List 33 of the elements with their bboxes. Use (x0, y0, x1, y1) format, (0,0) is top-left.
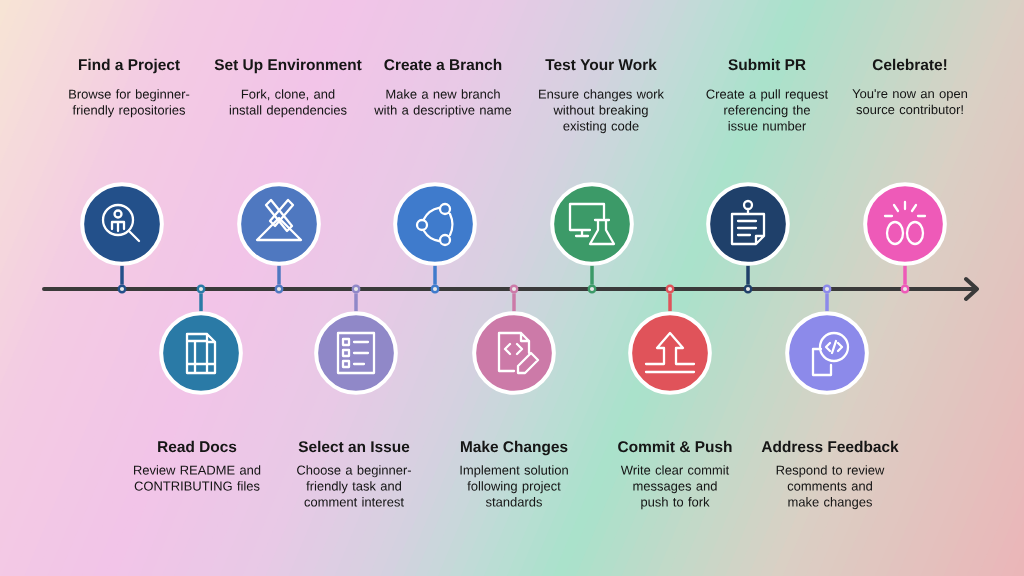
step-description: Implement solution following project standards (460, 465, 568, 507)
step-description: You're now an open source contributor! (852, 89, 967, 115)
step-description: Fork, clone, and install dependencies (229, 89, 347, 118)
stem-line (120, 265, 124, 285)
step-title: Submit PR (728, 58, 806, 71)
stem-line (277, 265, 281, 285)
stem-line (354, 293, 358, 312)
step-title: Address Feedback (761, 440, 899, 453)
step-description: Write clear commit messages and push to fork (620, 465, 730, 510)
stem-line (825, 293, 829, 312)
step-description: Browse for beginner-friendly repositories (69, 89, 190, 118)
step-title: Find a Project (79, 58, 180, 74)
step-title: Celebrate! (872, 58, 947, 71)
stem-line (746, 265, 750, 285)
step-title: Create a Branch (384, 58, 502, 71)
step-title: Test Your Work (545, 58, 657, 71)
step-description: Respond to review comments and make changes (776, 465, 885, 510)
step-title: Make Changes (460, 440, 568, 456)
stem-line (668, 293, 672, 312)
step-description: Make a new branch with a descriptive name (374, 89, 512, 118)
step-description: Review README and CONTRIBUTING files (134, 465, 261, 491)
step-title: Set Up Environment (214, 58, 362, 74)
step-description: Ensure changes work without breaking existing code (539, 89, 664, 134)
stem-line (512, 293, 516, 312)
stem-line (590, 265, 594, 285)
step-title: Select an Issue (298, 440, 410, 453)
step-description: Choose a beginner-friendly task and comment interest (297, 465, 411, 507)
stem-line (199, 293, 203, 312)
step-title: Read Docs (158, 440, 237, 453)
stem-line (903, 265, 907, 285)
step-title: Commit & Push (618, 440, 732, 453)
step-description: Create a pull request referencing the issue number (706, 89, 829, 131)
stem-line (433, 265, 437, 285)
